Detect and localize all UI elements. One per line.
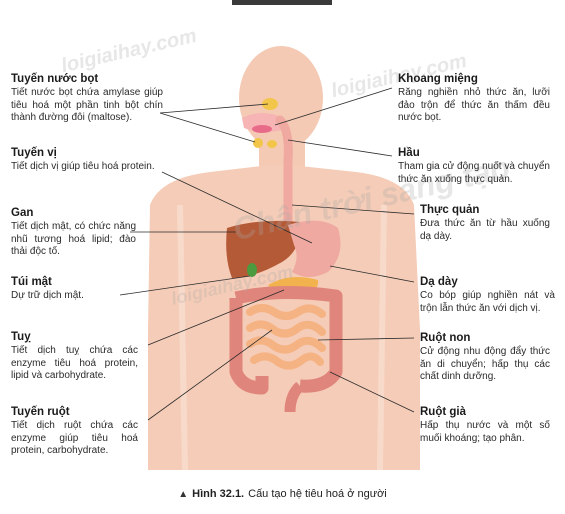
label-thuc-quan-title: Thực quản [420,204,480,216]
top-bar [0,0,565,6]
label-thuc-quan: Thực quản Đưa thức ăn từ hầu xuống dạ dà… [420,203,550,243]
line-tui-mat [119,275,251,296]
line-tuyen-nuoc-bot-1 [159,112,256,143]
label-ruot-non-desc: Cử động nhu động đẩy thức ăn di chuyển; … [420,346,550,382]
label-thuc-quan-desc: Đưa thức ăn từ hầu xuống dạ dày. [420,218,550,242]
label-tuy-desc: Tiết dịch tuỵ chứa các enzyme tiêu hoá p… [11,345,138,381]
label-ruot-non: Ruột non Cử động nhu động đẩy thức ăn di… [420,331,550,384]
rectum [284,381,304,413]
line-tuyen-nuoc-bot-2 [159,103,269,114]
label-ruot-gia-title: Ruột già [420,406,466,418]
label-tuyen-nuoc-bot: Tuyến nước bọt Tiết nước bọt chứa amylas… [11,72,163,125]
label-hau-desc: Tham gia cử động nuốt và chuyển thức ăn … [398,161,550,185]
label-tuy-title: Tuỵ [11,331,31,343]
line-tuyen-vi [161,171,313,244]
label-ruot-gia: Ruột già Hấp thụ nước và một số muối kho… [420,405,550,445]
triangle-icon: ▲ [178,489,189,500]
label-khoang-mieng-title: Khoang miệng [398,73,478,85]
label-tuy: Tuỵ Tiết dịch tuỵ chứa các enzyme tiêu h… [11,330,138,383]
label-khoang-mieng-desc: Răng nghiền nhỏ thức ăn, lưỡi đảo trộn đ… [398,87,550,123]
line-ruot-gia [329,371,415,413]
label-tuyen-ruot-desc: Tiết dịch ruột chứa các enzyme giúp tiêu… [11,420,138,456]
label-hau: Hầu Tham gia cử động nuốt và chuyển thức… [398,146,550,186]
top-bar-mark [232,0,332,5]
label-tuyen-nuoc-bot-desc: Tiết nước bọt chứa amylase giúp tiêu hoá… [11,87,163,123]
label-tuyen-ruot-title: Tuyến ruột [11,406,70,418]
line-khoang-mieng [274,87,393,126]
figure-number: Hình 32.1. [192,488,245,500]
label-tuyen-vi-title: Tuyến vị [11,147,57,159]
figure-caption: ▲Hình 32.1.Cấu tạo hệ tiêu hoá ở người [0,488,565,500]
line-thuc-quan [291,204,415,215]
label-ruot-non-title: Ruột non [420,332,471,344]
label-tuyen-ruot: Tuyến ruột Tiết dịch ruột chứa các enzym… [11,405,138,458]
line-ruot-non [317,337,415,341]
label-gan: Gan Tiết dịch mật, có chức năng nhũ tươn… [11,206,136,259]
liver [226,220,301,278]
label-tui-mat-title: Túi mật [11,276,52,288]
label-tui-mat: Túi mật Dự trữ dịch mật. [11,275,136,303]
label-tui-mat-desc: Dự trữ dịch mật. [11,290,84,301]
label-da-day: Dạ dày Co bóp giúp nghiền nát và trộn lẫ… [420,275,555,315]
large-intestine [229,285,343,395]
label-tuyen-nuoc-bot-title: Tuyến nước bọt [11,73,99,85]
label-hau-title: Hầu [398,147,420,159]
gallbladder [247,263,257,277]
small-intestine [246,304,326,370]
label-gan-desc: Tiết dịch mật, có chức năng nhũ tương ho… [11,221,136,257]
label-da-day-title: Dạ dày [420,276,458,288]
label-gan-title: Gan [11,207,34,219]
mouth-region [242,98,284,148]
label-ruot-gia-desc: Hấp thụ nước và một số muối khoáng; tạo … [420,420,550,444]
label-khoang-mieng: Khoang miệng Răng nghiền nhỏ thức ăn, lư… [398,72,550,125]
stomach [288,220,341,277]
figure-caption-text: Cấu tạo hệ tiêu hoá ở người [248,488,387,500]
esophagus [275,115,293,235]
label-da-day-desc: Co bóp giúp nghiền nát và trộn lẫn thức … [420,290,555,314]
leader-lines [119,87,415,421]
line-hau [287,139,393,157]
line-tuyen-ruot [147,329,273,421]
label-tuyen-vi: Tuyến vị Tiết dịch vị giúp tiêu hoá prot… [11,146,171,174]
line-tuy [147,289,285,346]
line-da-day [329,265,415,283]
label-tuyen-vi-desc: Tiết dịch vị giúp tiêu hoá protein. [11,161,155,172]
